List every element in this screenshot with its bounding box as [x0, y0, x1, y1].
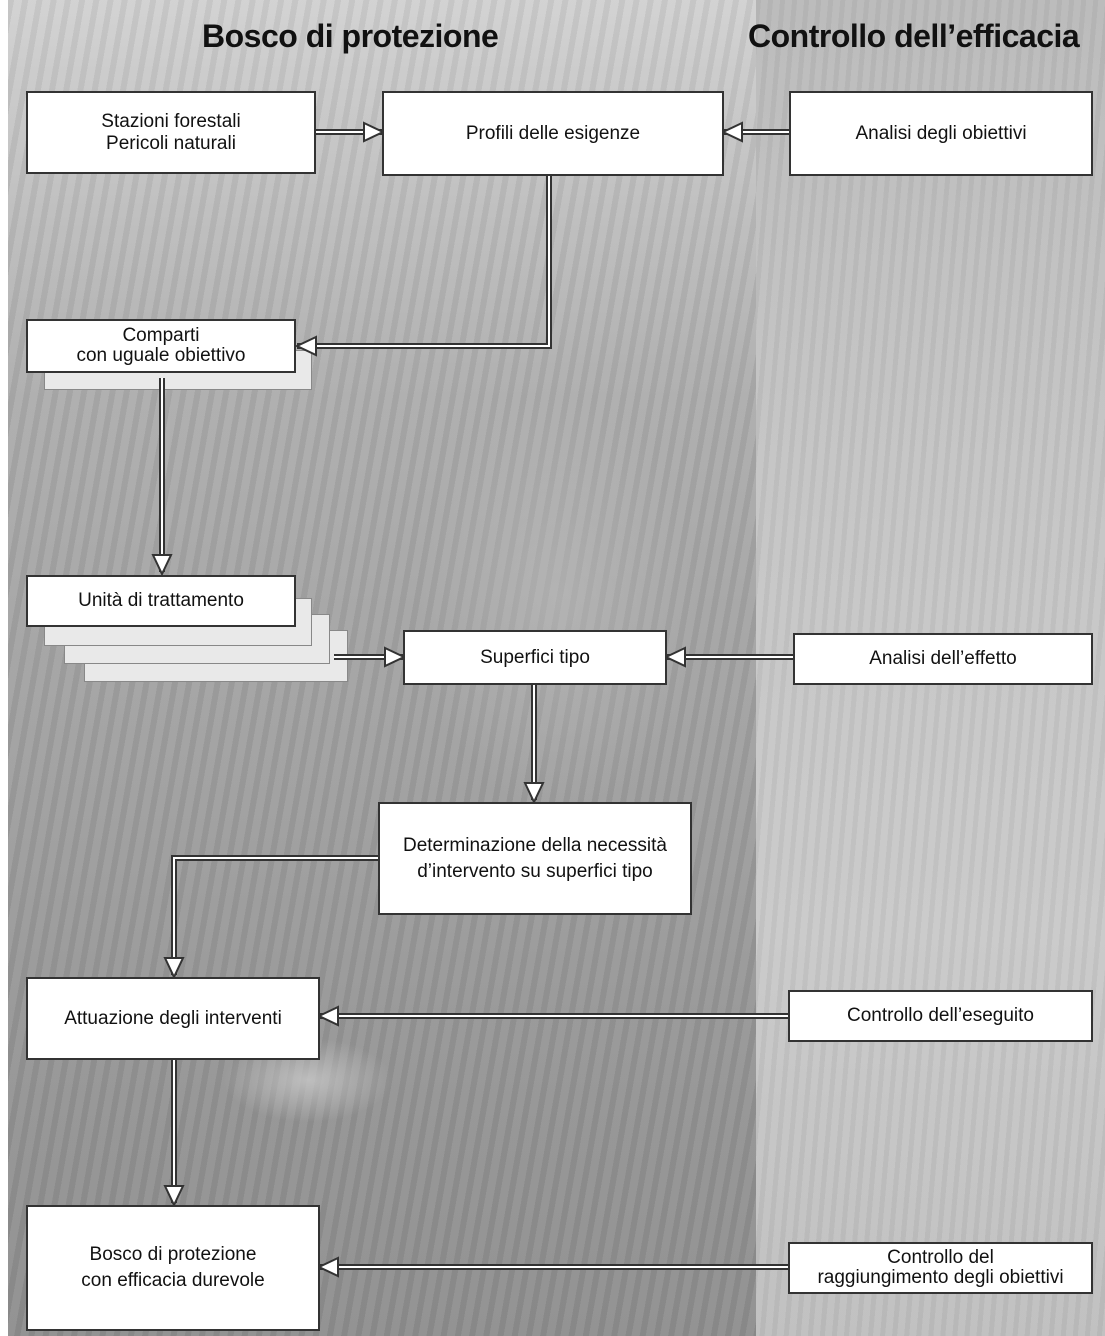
box-attuazione-interventi: Attuazione degli interventi — [26, 977, 320, 1060]
box-comparti-label: Comparti con uguale obiettivo — [76, 325, 246, 366]
box-analisi-obiettivi: Analisi degli obiettivi — [789, 91, 1093, 176]
heading-effectiveness-control: Controllo dell’efficacia — [748, 18, 1080, 54]
box-attuazione-label: Attuazione degli interventi — [64, 1007, 282, 1029]
box-determinazione-label: Determinazione della necessità d’interve… — [402, 834, 668, 882]
box-superfici-label: Superfici tipo — [480, 646, 590, 668]
box-bosco-label: Bosco di protezione con efficacia durevo… — [81, 1244, 265, 1291]
box-analisi-effetto: Analisi dell’effetto — [793, 633, 1093, 685]
box-profili-label: Profili delle esigenze — [465, 122, 641, 144]
box-profili-esigenze: Profili delle esigenze — [382, 91, 724, 176]
box-unita-label: Unità di trattamento — [78, 590, 244, 611]
box-determinazione: Determinazione della necessità d’interve… — [378, 802, 692, 915]
heading-protective-forest: Bosco di protezione — [202, 18, 499, 54]
box-unita-trattamento: Unità di trattamento — [26, 575, 296, 627]
arrow-profili-to-comparti — [297, 176, 552, 349]
box-controllo-raggiungimento-label: Controllo del raggiungimento degli obiet… — [817, 1247, 1064, 1288]
box-comparti: Comparti con uguale obiettivo — [26, 319, 296, 373]
box-analisi-obiettivi-label: Analisi degli obiettivi — [855, 122, 1027, 144]
box-controllo-eseguito-label: Controllo dell’eseguito — [847, 1005, 1034, 1026]
box-analisi-effetto-label: Analisi dell’effetto — [869, 648, 1017, 669]
box-stazioni-forestali: Stazioni forestali Pericoli naturali — [26, 91, 316, 174]
box-bosco-efficacia: Bosco di protezione con efficacia durevo… — [26, 1205, 320, 1331]
arrow-determinazione-to-attuazione — [171, 855, 378, 975]
box-stazioni-label: Stazioni forestali Pericoli naturali — [101, 110, 241, 154]
box-superfici-tipo: Superfici tipo — [403, 630, 667, 685]
box-controllo-eseguito: Controllo dell’eseguito — [788, 990, 1093, 1042]
box-controllo-raggiungimento: Controllo del raggiungimento degli obiet… — [788, 1242, 1093, 1294]
